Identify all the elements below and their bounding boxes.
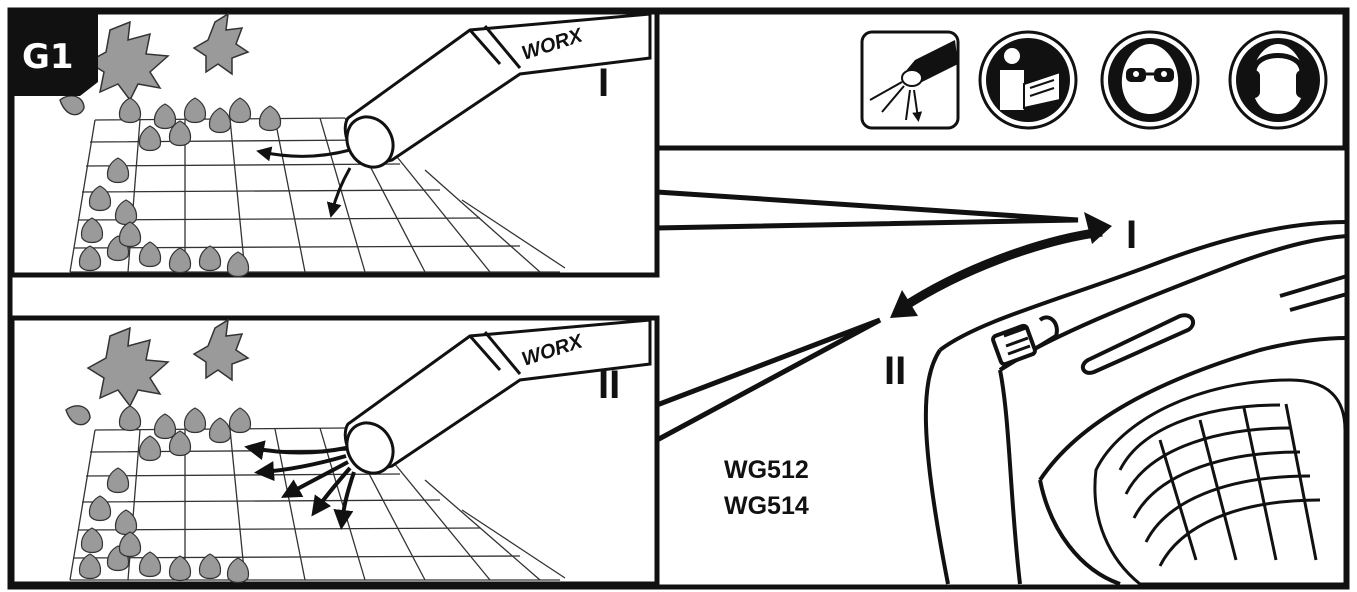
- read-manual-icon: [980, 32, 1076, 128]
- air-intake-grille-icon: [1095, 380, 1345, 584]
- switch-label-2: II: [884, 349, 906, 393]
- panel-position-2: WORX II: [12, 318, 657, 584]
- position-label-1: I: [598, 61, 609, 105]
- eye-protection-icon: [1102, 32, 1198, 128]
- model-number: WG512: [724, 456, 809, 484]
- figure-badge: G1: [12, 12, 98, 96]
- panel-position-1: WORX I: [12, 12, 657, 277]
- safety-icons-panel: [657, 12, 1345, 148]
- flying-debris-icon: [862, 32, 958, 128]
- ear-protection-icon: [1230, 32, 1326, 128]
- switch-direction-arrow: [902, 232, 1102, 308]
- badge-label: G1: [22, 37, 74, 77]
- position-label-2: II: [598, 363, 620, 407]
- switch-label-1: I: [1126, 213, 1137, 257]
- switch-detail-panel: I II WG512 WG514: [657, 148, 1347, 584]
- model-number: WG514: [724, 492, 809, 520]
- blower-body-icon: [926, 222, 1347, 584]
